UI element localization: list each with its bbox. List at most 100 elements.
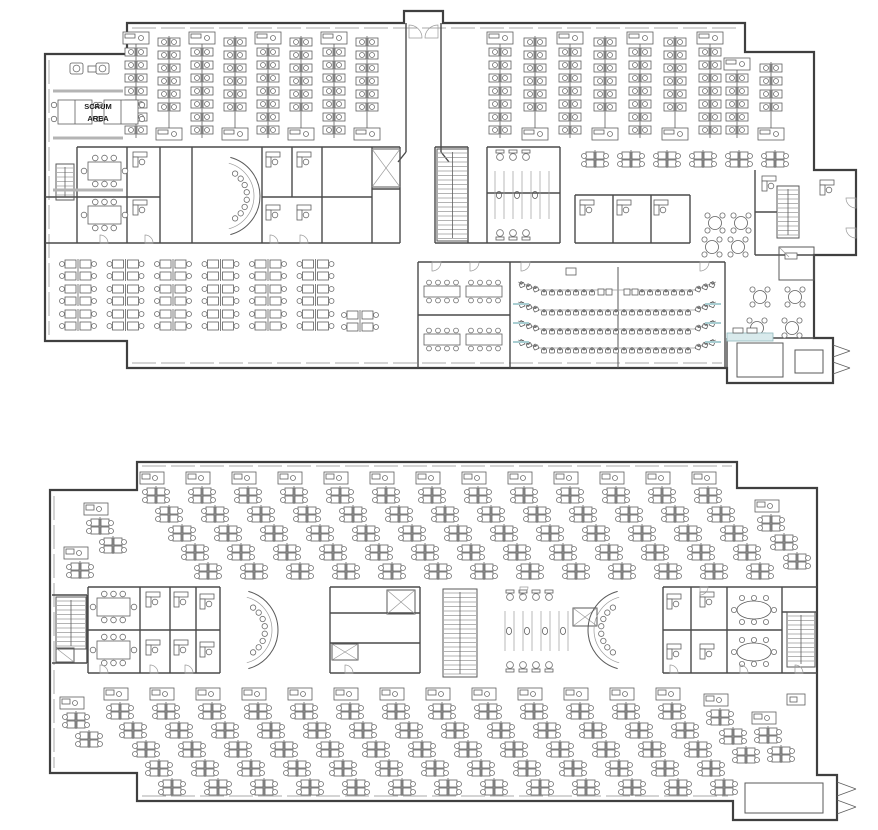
workstation-cluster (617, 150, 645, 168)
door-swing (669, 664, 679, 674)
workstation-cluster (559, 759, 587, 777)
lounge-chair (95, 62, 110, 75)
workstation-cluster (658, 702, 686, 720)
door-swing (431, 261, 442, 272)
auditorium-seating-row (517, 320, 717, 335)
workstation-cluster (546, 740, 574, 758)
storage-room (778, 246, 815, 281)
workstation-cluster (628, 524, 656, 542)
stairs (55, 596, 87, 650)
workstation-cluster (467, 759, 495, 777)
workstation-cluster (732, 746, 760, 764)
door-swing (699, 586, 709, 596)
door-swing (184, 664, 194, 674)
workstation-cluster (684, 740, 712, 758)
diagonal-workstation-run (553, 471, 636, 580)
workstation-cluster (66, 561, 94, 579)
diagonal-workstation-run (599, 471, 682, 580)
workstation-cluster (490, 524, 518, 542)
break-counter (726, 327, 774, 342)
workstation-cluster (602, 486, 630, 504)
diagonal-workstation-run (287, 687, 370, 796)
door-swing (269, 234, 279, 244)
cubicle-column (353, 36, 381, 141)
workstation-cluster (158, 778, 186, 796)
quad-workstation-cluster (59, 259, 97, 281)
quad-workstation-cluster (106, 259, 145, 281)
workstation-cluster (204, 778, 232, 796)
workstation-cluster (710, 778, 738, 796)
workstation-cluster (687, 543, 715, 561)
door-swing (845, 197, 857, 209)
diagonal-workstation-run (241, 687, 324, 796)
workstation-cluster (581, 150, 609, 168)
quad-workstation-cluster (341, 310, 379, 332)
workstation-cluster (388, 778, 416, 796)
workstation-cluster (641, 543, 669, 561)
diagonal-workstation-run (703, 693, 760, 764)
workstation-cluster (654, 562, 682, 580)
workstation-cluster (569, 505, 597, 523)
training-table (465, 279, 503, 304)
training-table (423, 279, 461, 304)
workstation-cluster (270, 740, 298, 758)
workstation-cluster (615, 505, 643, 523)
workstation-cluster (168, 524, 196, 542)
round-table (784, 286, 806, 308)
office-desk (653, 199, 669, 216)
office-desk (132, 151, 148, 168)
scrum-area-label-line2: AREA (87, 114, 109, 123)
workstation-cluster (365, 543, 393, 561)
diagonal-workstation-run (691, 471, 774, 580)
workstation-cluster (378, 562, 406, 580)
workstation-cluster (332, 562, 360, 580)
entry-vestibule (408, 24, 439, 39)
quad-workstation-cluster (201, 284, 240, 306)
round-table (704, 212, 726, 234)
door-swing (699, 261, 710, 272)
workstation-cluster (227, 543, 255, 561)
workstation-cluster (75, 730, 103, 748)
workstation-cluster (352, 524, 380, 542)
workstation-cluster (244, 702, 272, 720)
workstation-cluster (411, 543, 439, 561)
elevator (572, 607, 598, 627)
workstation-cluster (441, 721, 469, 739)
workstation-cluster (523, 505, 551, 523)
workstation-cluster (155, 505, 183, 523)
quad-workstation-cluster (59, 284, 97, 306)
office-desk (666, 593, 682, 610)
diagonal-workstation-run (277, 471, 360, 580)
diagonal-workstation-run (645, 471, 728, 580)
loading-dock (744, 781, 857, 815)
workstation-cluster (520, 702, 548, 720)
workstation-cluster (562, 562, 590, 580)
quad-workstation-cluster (296, 259, 335, 281)
workstation-cluster (572, 778, 600, 796)
quad-workstation-cluster (154, 284, 192, 306)
workstation-cluster (707, 505, 735, 523)
diagonal-workstation-run (59, 696, 103, 748)
workstation-cluster (595, 543, 623, 561)
office-desk (132, 199, 148, 216)
workstation-cluster (757, 514, 785, 532)
workstation-cluster (408, 740, 436, 758)
cubicle-column (696, 31, 724, 138)
workstation-cluster (306, 524, 334, 542)
auditorium-seating-row (517, 301, 717, 316)
workstation-cluster (434, 778, 462, 796)
workstation-cluster (582, 524, 610, 542)
curved-collab-area (246, 590, 279, 670)
workstation-cluster (152, 702, 180, 720)
stairs (786, 611, 816, 668)
workstation-cluster (349, 721, 377, 739)
cubicle-column (591, 36, 619, 141)
workstation-cluster (260, 524, 288, 542)
cubicle-column (521, 36, 549, 141)
round-table (701, 236, 723, 258)
diagonal-workstation-run (63, 546, 94, 579)
workstation-cluster (767, 745, 795, 763)
workstation-cluster (661, 505, 689, 523)
workstation-cluster (694, 486, 722, 504)
stairs (776, 185, 800, 239)
